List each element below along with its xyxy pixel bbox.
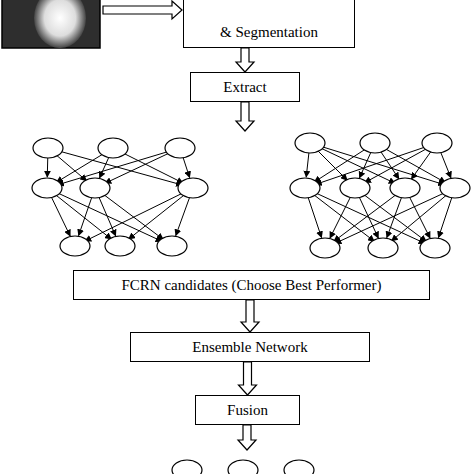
output-neuron bbox=[284, 460, 314, 474]
network-link bbox=[387, 197, 402, 237]
neuron bbox=[290, 178, 320, 198]
process-box: Extract bbox=[190, 72, 300, 102]
neuron bbox=[98, 138, 128, 158]
network-link bbox=[317, 150, 347, 180]
neuron bbox=[310, 238, 340, 258]
network-link bbox=[56, 154, 87, 180]
network-link bbox=[306, 153, 309, 177]
network-link bbox=[335, 192, 446, 243]
network-link bbox=[330, 197, 351, 238]
process-box: FCRN candidates (Choose Best Performer) bbox=[73, 270, 430, 300]
network-link bbox=[56, 192, 162, 241]
neuron bbox=[60, 236, 90, 256]
box-label: Extract bbox=[223, 78, 266, 96]
network-link bbox=[103, 194, 163, 239]
process-box: Fusion bbox=[195, 395, 300, 425]
neuron bbox=[440, 178, 470, 198]
network-link bbox=[391, 194, 447, 241]
hollow-arrow bbox=[239, 362, 257, 395]
process-box: Ensemble Network bbox=[130, 332, 370, 362]
neuron bbox=[80, 178, 110, 198]
neuron bbox=[32, 178, 62, 198]
box-label: Ensemble Network bbox=[192, 338, 307, 356]
neuron bbox=[33, 138, 63, 158]
neuron bbox=[105, 236, 135, 256]
network-link bbox=[183, 158, 190, 178]
output-neuron bbox=[172, 460, 202, 474]
box-label: FCRN candidates (Choose Best Performer) bbox=[122, 276, 382, 294]
neuron bbox=[295, 133, 325, 153]
output-neuron bbox=[228, 460, 258, 474]
box-label: & Segmentation bbox=[220, 20, 318, 44]
network-link bbox=[363, 194, 426, 241]
hollow-arrow bbox=[241, 300, 259, 332]
neuron bbox=[422, 133, 452, 153]
hollow-arrow bbox=[236, 102, 254, 131]
network-link bbox=[441, 152, 451, 178]
network-link bbox=[51, 197, 70, 236]
network-link bbox=[176, 197, 190, 235]
image-region bbox=[34, 0, 86, 48]
network-link bbox=[308, 197, 321, 237]
hollow-arrow bbox=[236, 48, 254, 72]
network-link bbox=[47, 158, 48, 177]
hollow-arrow bbox=[238, 425, 256, 450]
neuron bbox=[157, 236, 187, 256]
neuron bbox=[360, 133, 390, 153]
neuron bbox=[165, 138, 195, 158]
neuron bbox=[368, 238, 398, 258]
network-link bbox=[314, 148, 366, 182]
hollow-arrow bbox=[103, 1, 182, 19]
box-label: Fusion bbox=[227, 401, 268, 419]
neuron bbox=[390, 178, 420, 198]
network-illustration bbox=[32, 133, 470, 258]
process-box: & Segmentation bbox=[183, 0, 355, 48]
network-link bbox=[438, 197, 451, 237]
network-link bbox=[314, 192, 425, 243]
network-link bbox=[359, 152, 370, 178]
neuron bbox=[420, 238, 450, 258]
network-link bbox=[411, 151, 431, 179]
network-link bbox=[79, 197, 92, 235]
network-link bbox=[100, 157, 109, 178]
network-link bbox=[85, 192, 184, 241]
neuron bbox=[340, 178, 370, 198]
neuron bbox=[178, 178, 208, 198]
